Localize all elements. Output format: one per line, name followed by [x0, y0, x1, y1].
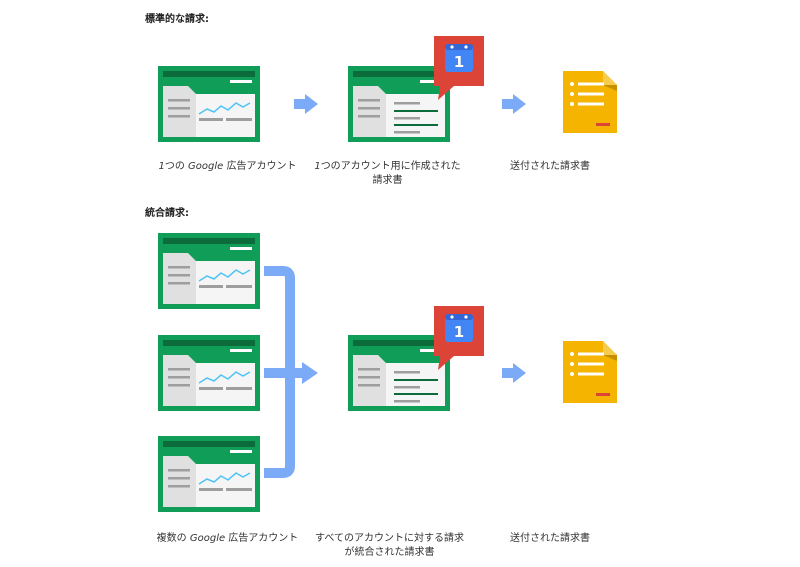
account-window-icon — [157, 65, 261, 143]
account-window-icon — [157, 435, 261, 513]
caption-accounts-brand: Google — [189, 533, 226, 544]
caption-account-pre: つの — [164, 161, 185, 172]
consolidated-billing-heading: 統合請求: — [145, 208, 189, 219]
arrow-right-icon — [502, 363, 526, 383]
caption-account-post: 広告アカウント — [223, 161, 297, 172]
document-icon — [563, 341, 617, 403]
standard-billing-heading: 標準的な請求: — [145, 14, 209, 25]
caption-account-brand: Google — [188, 161, 224, 172]
caption-invoice-text: つのアカウント用に作成された請求書 — [320, 161, 461, 186]
caption-account-number: 1 — [158, 161, 165, 172]
arrow-right-icon — [502, 94, 526, 114]
caption-multiple-accounts: 複数の Google 広告アカウント — [150, 532, 305, 546]
caption-consolidated-invoice: すべてのアカウントに対する請求が統合された請求書 — [315, 533, 464, 558]
caption-invoice-number: 1 — [314, 161, 321, 172]
caption-sent-invoice: 送付された請求書 — [510, 161, 590, 172]
caption-sent-invoice: 送付された請求書 — [510, 533, 590, 544]
caption-single-account: 1つの Google 広告アカウント — [155, 160, 300, 174]
merge-connector — [264, 266, 318, 478]
caption-accounts-pre: 複数の — [156, 533, 190, 544]
arrow-right-icon — [294, 94, 318, 114]
caption-accounts-post: 広告アカウント — [225, 533, 299, 544]
badge-number: 1 — [454, 53, 464, 71]
caption-single-invoice: 1つのアカウント用に作成された請求書 — [310, 160, 465, 188]
account-window-icon — [157, 334, 261, 412]
document-icon — [563, 71, 617, 133]
account-window-icon — [157, 232, 261, 310]
badge-number: 1 — [454, 323, 464, 341]
